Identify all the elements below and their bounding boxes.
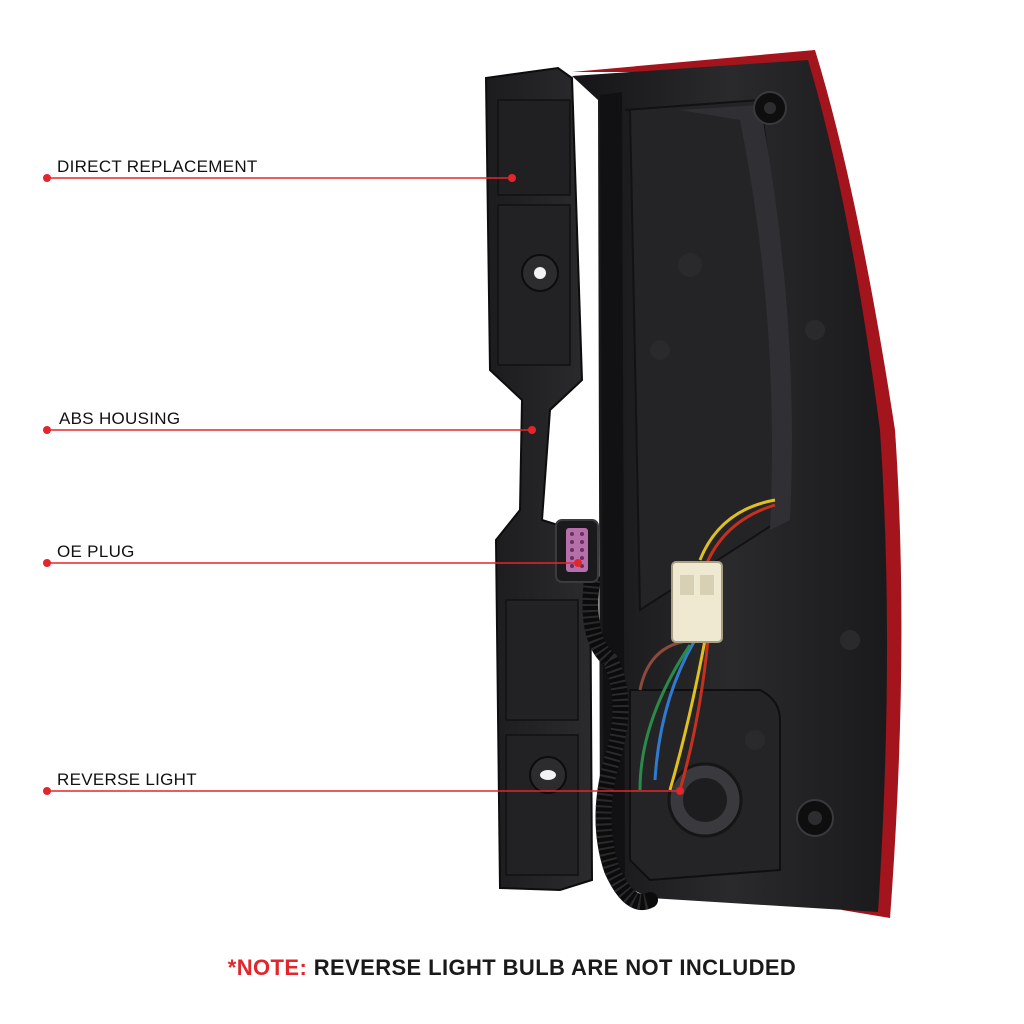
callout-abs-housing <box>43 426 536 434</box>
callout-direct-replacement <box>43 174 516 182</box>
label-reverse-light: REVERSE LIGHT <box>57 770 197 789</box>
label-oe-plug: OE PLUG <box>57 542 135 561</box>
label-direct-replacement: DIRECT REPLACEMENT <box>57 157 258 176</box>
inline-connector <box>671 561 723 643</box>
note-text: REVERSE LIGHT BULB ARE NOT INCLUDED <box>313 955 797 980</box>
callout-oe-plug <box>43 559 582 567</box>
note-banner: *NOTE: REVERSE LIGHT BULB ARE NOT INCLUD… <box>0 955 1024 981</box>
note-prefix: *NOTE: <box>227 955 308 980</box>
callout-reverse-light <box>43 787 684 795</box>
label-abs-housing: ABS HOUSING <box>59 409 181 428</box>
